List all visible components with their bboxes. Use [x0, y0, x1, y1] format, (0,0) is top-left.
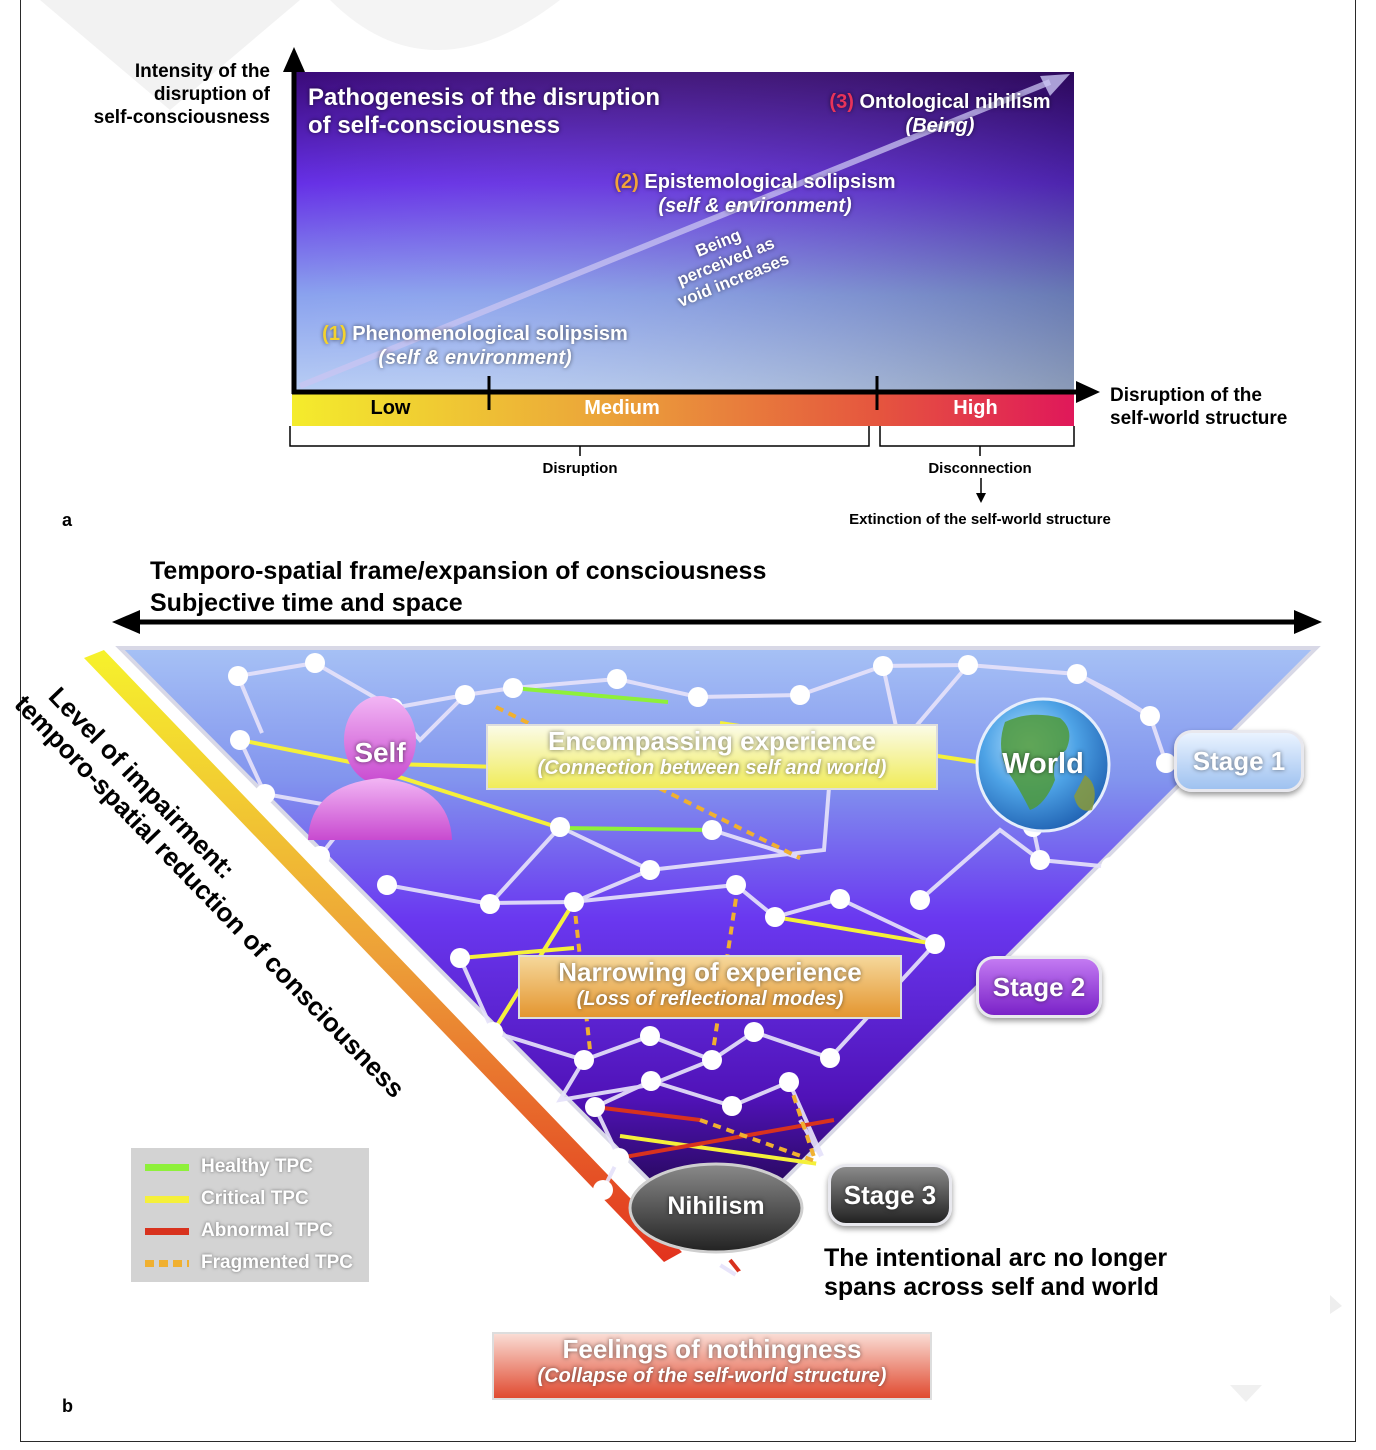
legend-item-fragmented: Fragmented TPC: [131, 1247, 369, 1279]
legend-item-healthy: Healthy TPC: [131, 1151, 369, 1183]
nihilism-ellipse: [628, 1162, 804, 1254]
void-increase-arrow: [298, 79, 1052, 389]
temporo-spatial-title: Temporo-spatial frame/expansion of consc…: [150, 557, 767, 617]
x-axis-label: Disruption of the self-world structure: [1110, 385, 1288, 429]
y-axis-label: Intensity of the disruption of self-cons…: [93, 61, 270, 128]
disruption-label: Disruption: [542, 460, 618, 477]
disconnection-bracket: [879, 426, 1075, 447]
extinction-label: Extinction of the self-world structure: [849, 511, 1111, 528]
pathogenesis-chart: [283, 47, 1100, 503]
intentional-arc-note: The intentional arc no longer spans acro…: [824, 1244, 1168, 1301]
tpc-legend: Healthy TPC Critical TPC Abnormal TPC Fr…: [131, 1148, 369, 1282]
nihilism-label: Nihilism: [667, 1192, 765, 1220]
stage-2-badge: Stage 2: [976, 956, 1102, 1018]
stage-2-epistemological: (2) Epistemological solipsism (self & en…: [614, 171, 896, 217]
legend-item-critical: Critical TPC: [131, 1183, 369, 1215]
disruption-bracket: [289, 426, 870, 447]
consciousness-funnel: [84, 610, 1322, 1290]
level-low: Low: [370, 397, 411, 419]
feelings-of-nothingness-box: Feelings of nothingness (Collapse of the…: [492, 1332, 932, 1400]
impairment-gradient-bar: [84, 650, 682, 1262]
disconnection-label: Disconnection: [928, 460, 1032, 477]
level-medium: Medium: [584, 397, 660, 419]
level-bar: [292, 392, 1074, 426]
world-label: World: [1002, 748, 1084, 780]
world-globe: [975, 697, 1111, 833]
panel-b-letter: b: [62, 1396, 73, 1416]
stage-1-badge: Stage 1: [1174, 730, 1304, 792]
encompassing-experience-box: Encompassing experience (Connection betw…: [486, 724, 938, 790]
stage-1-phenomenological: (1) Phenomenological solipsism (self & e…: [322, 323, 628, 369]
pathogenesis-title: Pathogenesis of the disruption of self-c…: [308, 84, 661, 139]
level-high: High: [953, 397, 998, 419]
self-label: Self: [354, 737, 406, 768]
panel-a-letter: a: [62, 510, 73, 530]
stage-3-badge: Stage 3: [828, 1164, 952, 1226]
figure-frame: [20, 0, 1356, 1442]
self-silhouette: [308, 696, 452, 840]
legend-item-abnormal: Abnormal TPC: [131, 1215, 369, 1247]
narrowing-experience-box: Narrowing of experience (Loss of reflect…: [518, 955, 902, 1019]
stage-3-ontological: (3) Ontological nihilism (Being): [829, 91, 1051, 137]
